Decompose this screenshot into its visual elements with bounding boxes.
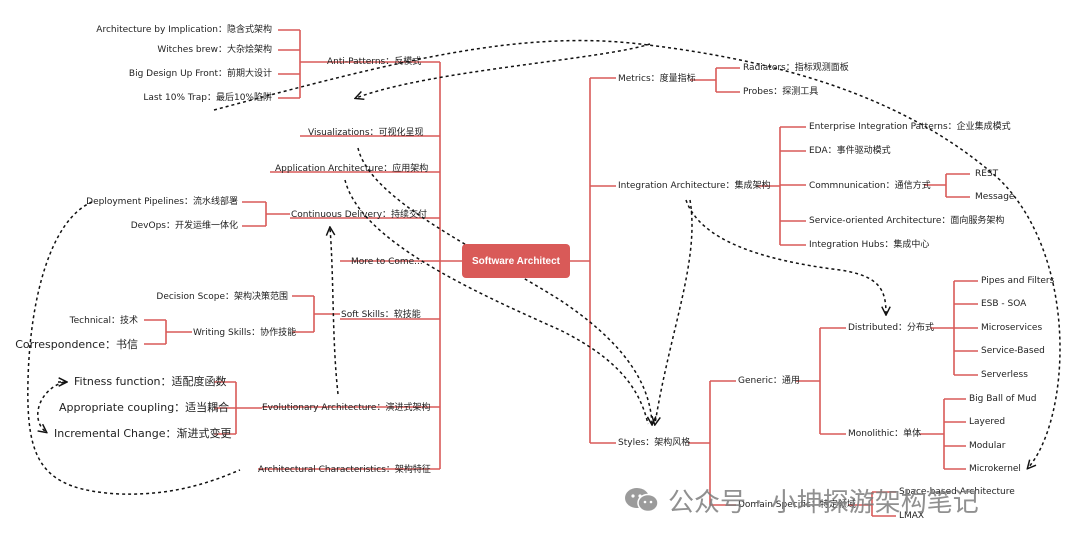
monolithic-item[interactable]: Microkernel <box>969 464 1021 474</box>
communication-item[interactable]: Message <box>975 192 1015 202</box>
monolithic-item[interactable]: Big Ball of Mud <box>969 394 1037 404</box>
decision-scope-node[interactable]: Decision Scope：架构决策范围 <box>156 292 288 302</box>
evolutionary-item[interactable]: Incremental Change：渐进式变更 <box>54 427 232 440</box>
soft-skills-node[interactable]: Soft Skills：软技能 <box>341 310 421 320</box>
distributed-item[interactable]: ESB - SOA <box>981 299 1027 309</box>
writing-skills-node[interactable]: Writing Skills：协作技能 <box>193 328 297 338</box>
integration-architecture-node[interactable]: Integration Architecture：集成架构 <box>618 181 771 191</box>
integration-item[interactable]: EDA：事件驱动模式 <box>809 146 891 156</box>
more-to-come-node[interactable]: More to Come... <box>351 257 423 267</box>
watermark-text: 公众号 · 小坤探游架构笔记 <box>668 487 979 518</box>
integration-item[interactable]: Commnunication：通信方式 <box>809 181 931 191</box>
domain-specific-node[interactable]: Domain Specific：特定领域 <box>738 500 856 510</box>
visualizations-node[interactable]: Visualizations：可视化呈现 <box>308 128 424 138</box>
styles-node[interactable]: Styles：架构风格 <box>618 438 691 448</box>
integration-item[interactable]: Integration Hubs：集成中心 <box>809 240 930 250</box>
integration-item[interactable]: Service-oriented Architecture：面向服务架构 <box>809 216 1005 226</box>
tree-branches <box>144 29 978 517</box>
anti-pattern-item[interactable]: Last 10% Trap：最后10%陷阱 <box>143 93 272 103</box>
monolithic-item[interactable]: Layered <box>969 417 1006 427</box>
anti-pattern-item[interactable]: Big Design Up Front：前期大设计 <box>128 69 272 79</box>
continuous-delivery-node[interactable]: Continuous Delivery：持续交付 <box>291 210 428 220</box>
domain-specific-item[interactable]: LMAX <box>899 511 925 521</box>
dashed-relations <box>27 39 1061 495</box>
communication-item[interactable]: REST <box>975 169 999 179</box>
domain-specific-item[interactable]: Space-based Architecture <box>899 487 1015 497</box>
metrics-node[interactable]: Metrics：度量指标 <box>618 74 696 84</box>
distributed-node[interactable]: Distributed：分布式 <box>848 323 935 333</box>
distributed-item[interactable]: Service-Based <box>981 346 1045 356</box>
anti-pattern-item[interactable]: Architecture by Implication：隐含式架构 <box>96 25 272 35</box>
evolutionary-item[interactable]: Appropriate coupling：适当耦合 <box>59 401 230 414</box>
evolutionary-architecture-node[interactable]: Evolutionary Architecture：演进式架构 <box>262 403 431 413</box>
integration-item[interactable]: Enterprise Integration Patterns：企业集成模式 <box>809 122 1011 132</box>
anti-patterns-node[interactable]: Anti-Patterns：反模式 <box>327 57 422 67</box>
evolutionary-item[interactable]: Fitness function：适配度函数 <box>74 375 227 388</box>
anti-pattern-item[interactable]: Witches brew：大杂烩架构 <box>157 45 272 55</box>
metrics-item[interactable]: Probes：探测工具 <box>743 87 819 97</box>
wechat-icon <box>624 486 660 514</box>
metrics-item[interactable]: Radiators：指标观测面板 <box>743 63 849 73</box>
writing-skills-item[interactable]: Correspondence：书信 <box>15 338 138 351</box>
monolithic-item[interactable]: Modular <box>969 441 1006 451</box>
watermark: 公众号 · 小坤探游架构笔记 <box>624 480 979 520</box>
writing-skills-item[interactable]: Technical：技术 <box>69 316 138 326</box>
distributed-item[interactable]: Pipes and Filters <box>981 276 1055 286</box>
center-node[interactable]: Software Architect <box>462 244 570 278</box>
monolithic-node[interactable]: Monolithic：单体 <box>848 429 922 439</box>
distributed-item[interactable]: Serverless <box>981 370 1028 380</box>
application-architecture-node[interactable]: Application Architecture：应用架构 <box>275 164 429 174</box>
continuous-delivery-item[interactable]: DevOps：开发运维一体化 <box>130 221 238 231</box>
generic-node[interactable]: Generic：通用 <box>738 376 800 386</box>
continuous-delivery-item[interactable]: Deployment Pipelines：流水线部署 <box>86 197 238 207</box>
distributed-item[interactable]: Microservices <box>981 323 1043 333</box>
architectural-characteristics-node[interactable]: Architectural Characteristics：架构特征 <box>258 465 431 475</box>
